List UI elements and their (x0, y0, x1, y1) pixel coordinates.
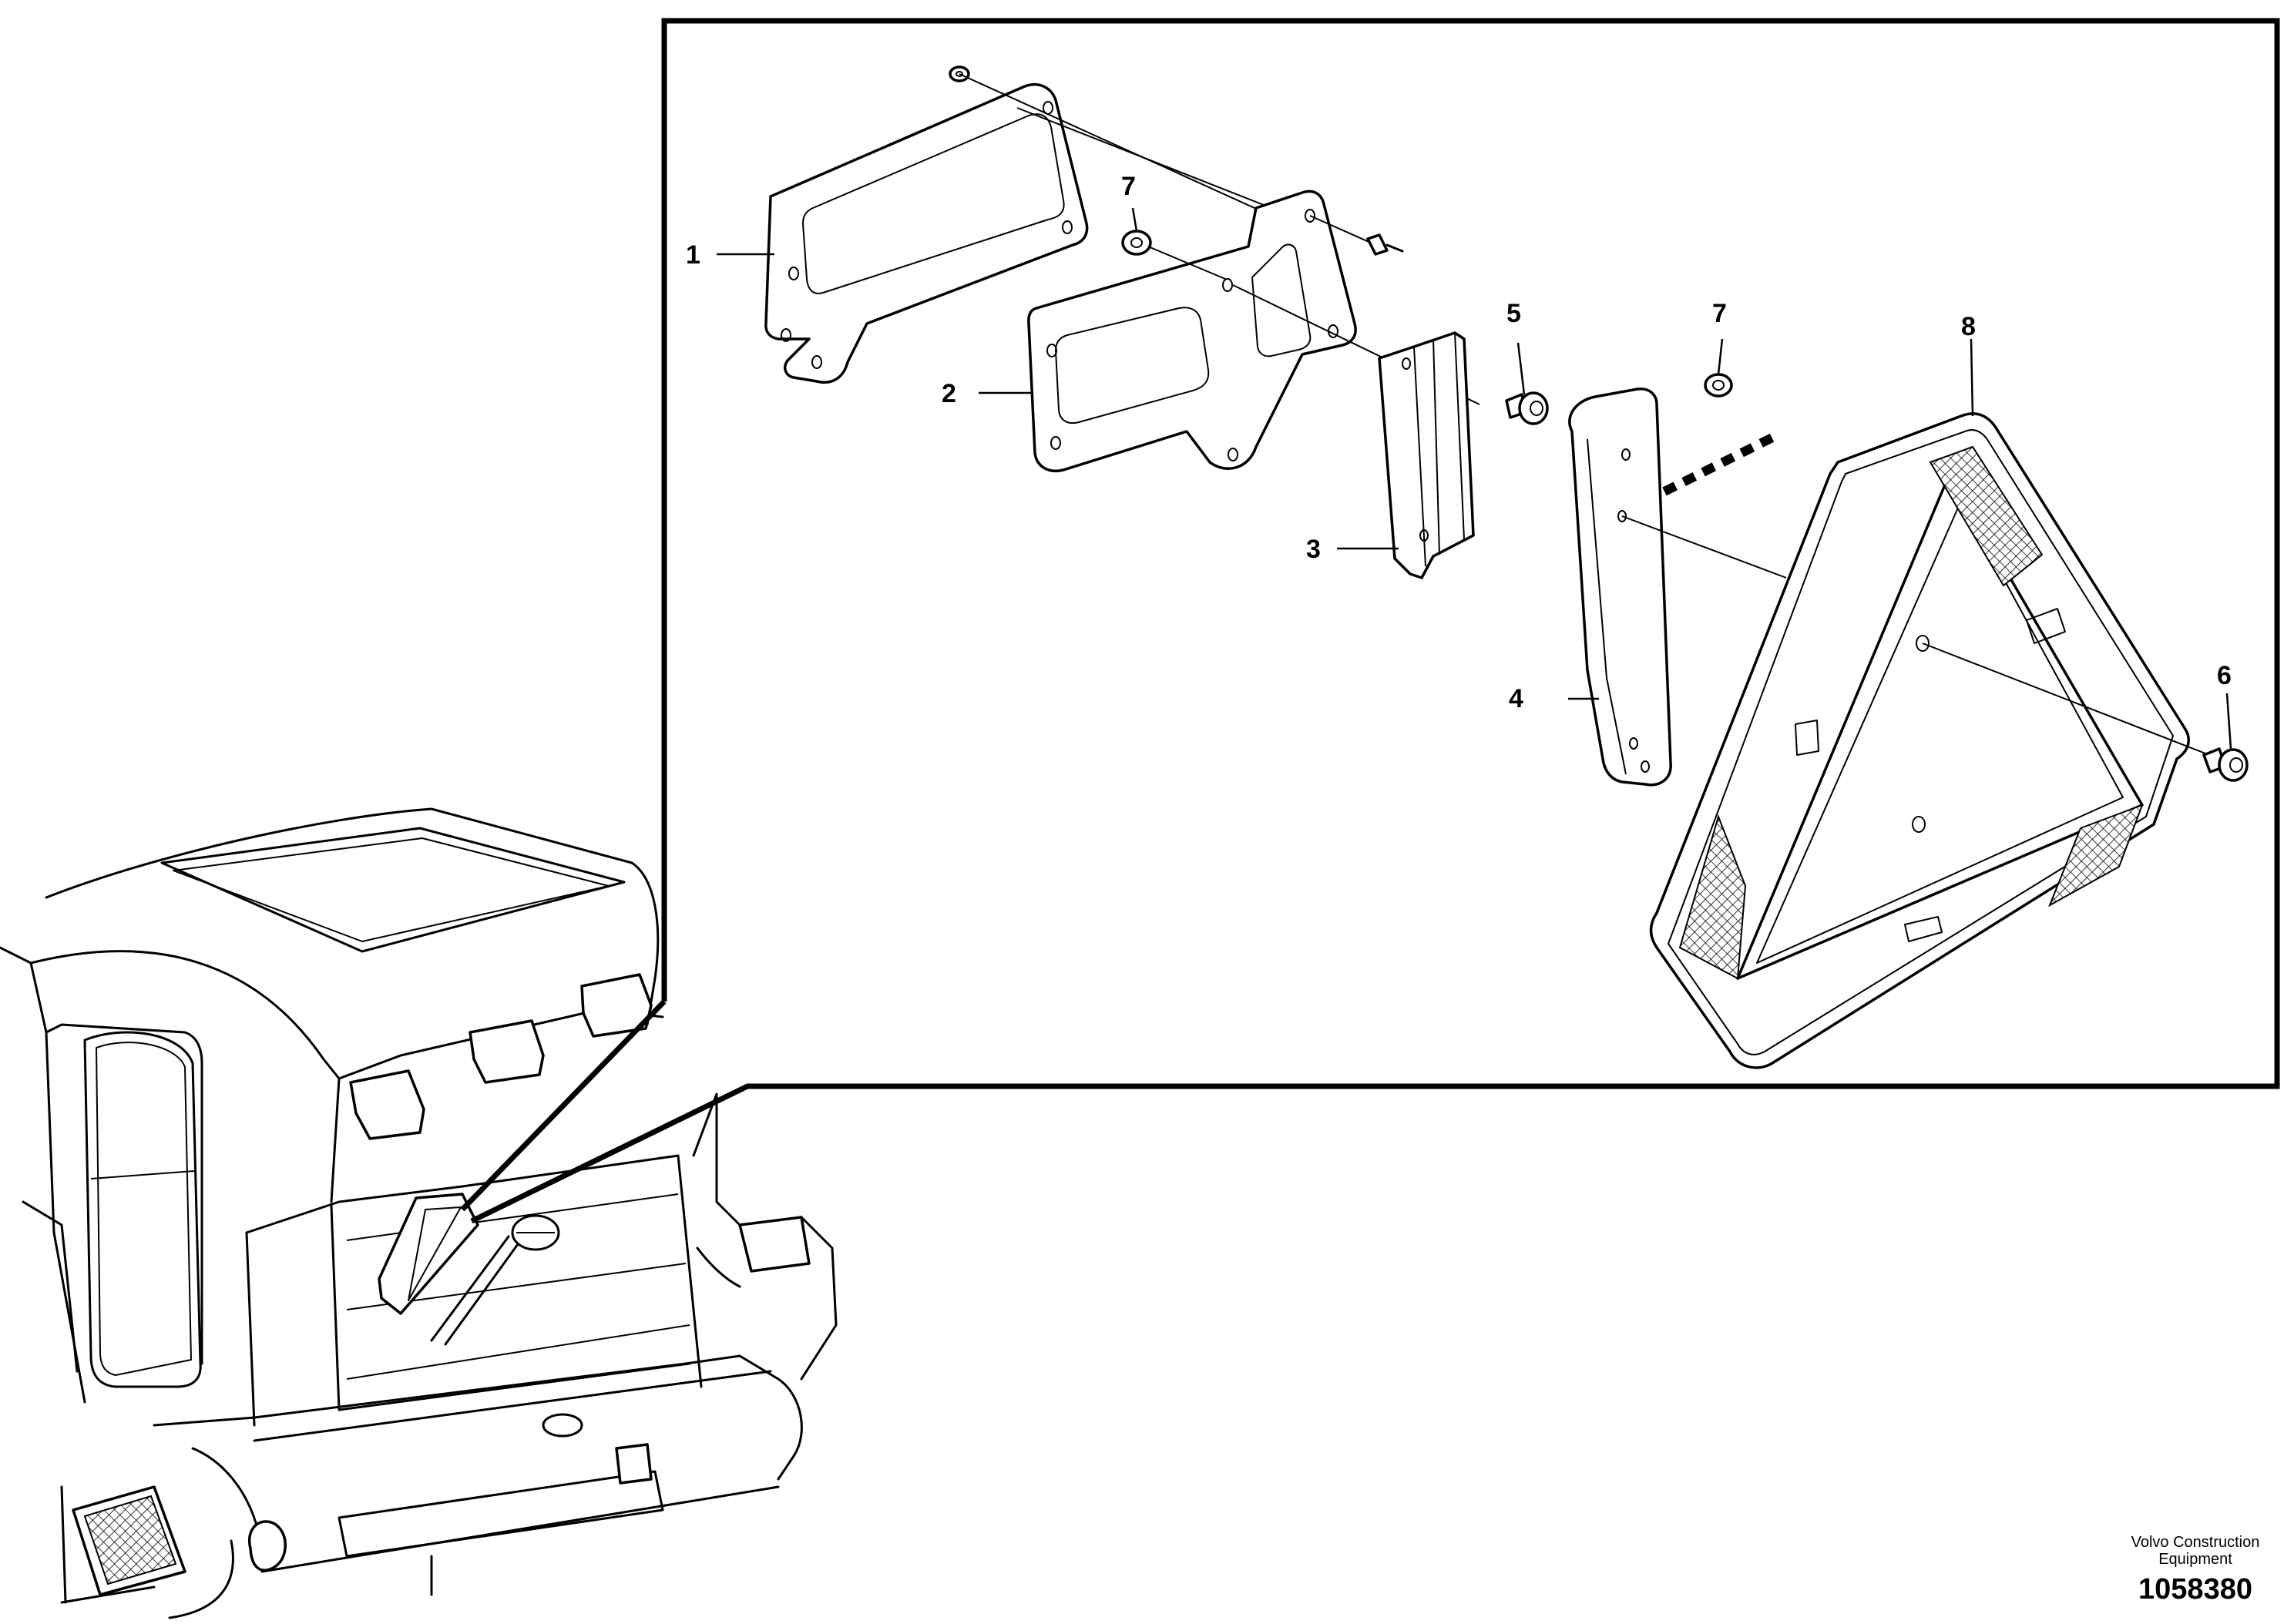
part-2-bracket-plate (1027, 190, 1357, 472)
assembly-line-4 (1922, 643, 2220, 760)
part-6-flange-bolt (2202, 747, 2249, 782)
hidden-stud-dashed-line (1662, 433, 1775, 496)
part-4-reflector-bracket (1568, 388, 1672, 787)
callout-3: 3 (1306, 535, 1321, 564)
callout-7-right: 7 (1712, 299, 1727, 328)
callout-leaders (717, 207, 2232, 750)
callout-2: 2 (942, 379, 956, 408)
assembly-line-1 (959, 73, 1272, 216)
part-8-triangle-reflector (1649, 412, 2190, 1069)
callout-4: 4 (1509, 684, 1523, 713)
part-5-flange-bolt (1505, 391, 1549, 425)
assembly-line-3 (1621, 515, 1787, 579)
callout-5: 5 (1506, 299, 1521, 328)
callout-7-left: 7 (1121, 172, 1136, 201)
part-3-channel-strip (1232, 284, 1480, 579)
callout-8: 8 (1961, 312, 1976, 341)
callout-1: 1 (686, 240, 700, 270)
part-7-washer-right (1704, 373, 1733, 398)
hardware-bolt-right (1309, 215, 1404, 256)
caption-drawing-number: 1058380 (2138, 1573, 2252, 1606)
detail-box-pointer (460, 999, 667, 1212)
part-7-washer-left (1121, 230, 1226, 280)
machine-rear-view (0, 807, 838, 1619)
callout-6: 6 (2217, 661, 2232, 690)
assembly-line-2 (1016, 107, 1272, 209)
part-1-gasket (764, 83, 1089, 384)
detail-box-frame (470, 18, 2280, 1224)
caption-company-name: Volvo Construction Equipment (2131, 1534, 2260, 1568)
